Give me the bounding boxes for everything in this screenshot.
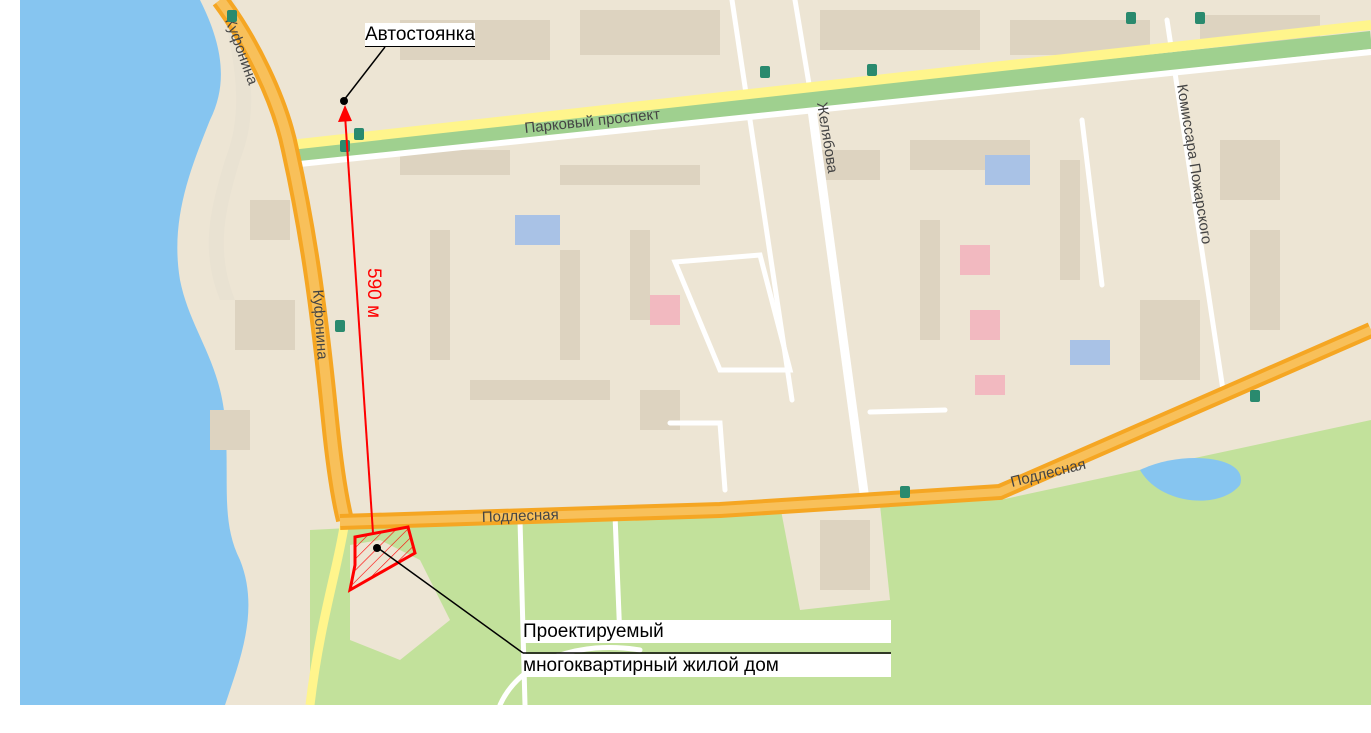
parkovy-prospekt-road	[289, 20, 1371, 150]
project-label-line2: многоквартирный жилой дом	[523, 654, 891, 677]
project-site-polygon[interactable]	[347, 525, 417, 593]
minor-roads	[497, 0, 1226, 705]
project-label-line1: Проектируемый	[523, 620, 891, 643]
arrow-head-icon	[338, 105, 352, 122]
school-block	[1070, 340, 1110, 365]
school-block	[985, 155, 1030, 185]
kindergarten-block	[970, 310, 1000, 340]
kindergarten-block	[650, 295, 680, 325]
kindergarten-block	[960, 245, 990, 275]
shore	[200, 0, 252, 300]
map-canvas: Куфонина Куфонина Парковый проспект Желя…	[20, 0, 1371, 705]
parking-leader-line	[343, 46, 386, 101]
bus-stop-icon	[354, 128, 364, 140]
parking-point-marker[interactable]	[340, 97, 348, 105]
parking-label: Автостоянка	[365, 23, 476, 47]
distance-line	[344, 114, 374, 534]
bus-stop-icon	[900, 486, 910, 498]
project-point-marker[interactable]	[373, 544, 381, 552]
distance-label: 590 м	[363, 268, 384, 318]
pond	[1140, 458, 1241, 501]
bus-stop-icon	[1250, 390, 1260, 402]
project-leader-line	[377, 547, 524, 654]
zhelyabova-street	[805, 94, 870, 501]
parkovy-green-strip	[289, 31, 1371, 164]
school-block	[515, 215, 560, 245]
parkovy-service-road	[289, 49, 1371, 168]
bus-stop-icon	[867, 64, 877, 76]
bus-stop-icon	[335, 320, 345, 332]
kufonina-south	[305, 519, 350, 705]
lake	[20, 0, 249, 705]
bus-stop-icon	[760, 66, 770, 78]
bus-stop-icon	[227, 10, 237, 22]
map-view[interactable]: Куфонина Куфонина Парковый проспект Желя…	[20, 0, 1371, 705]
bus-stop-icon	[1126, 12, 1136, 24]
street-label-kufonina-mid: Куфонина	[309, 289, 331, 361]
bus-stop-icon	[1195, 12, 1205, 24]
bus-stop-icons	[227, 10, 1260, 498]
street-label-podlesnaya-left: Подлесная	[482, 506, 559, 526]
bus-stop-icon	[340, 140, 350, 152]
kindergarten-block	[975, 375, 1005, 395]
